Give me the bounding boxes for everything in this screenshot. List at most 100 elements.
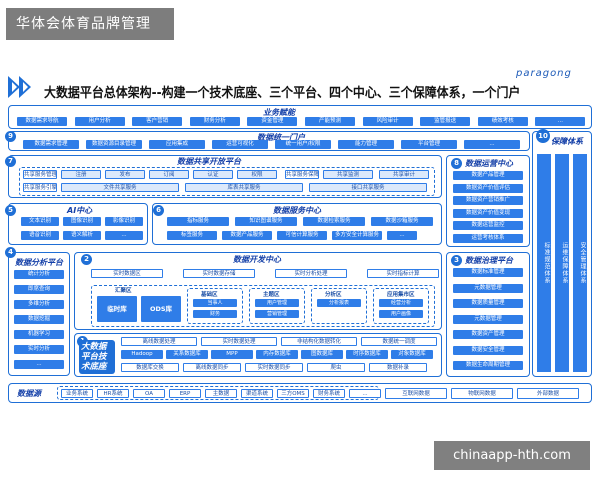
foundation-row1-item-0: 离线数据处理 — [121, 337, 197, 346]
sharing-row1-item-3: 认证 — [193, 170, 233, 179]
business-title: 业务赋能 — [263, 108, 295, 117]
operation-item-3: 数据资产价值变现 — [453, 208, 523, 218]
source-item-8: ... — [349, 389, 381, 398]
dev-zone-2-item-0: 分析报表 — [317, 299, 361, 307]
dev-zone-1-item-0: 用户管理 — [255, 299, 299, 307]
foundation-row3-item-0: 数据库交换 — [121, 363, 179, 372]
service-number: 6 — [153, 205, 164, 216]
business-item-5: 产能预测 — [305, 117, 355, 126]
analysis-title: 数据分析平台 — [15, 258, 63, 267]
analysis-item-4: 机器学习 — [14, 330, 64, 339]
governance-item-1: 元数据管理 — [453, 283, 523, 293]
foundation-row3-item-4: 数据补录 — [369, 363, 427, 372]
sharing-row2-item-2: 接口共享服务 — [309, 183, 427, 192]
dev-zone-title-0: 基础区 — [201, 292, 218, 298]
ai-section: 5 AI中心 文本识别图像识别影像识别语音识别语义解析... — [5, 203, 148, 245]
sharing-row2-label: 共享服务引擎 — [23, 183, 57, 192]
portal-item-5: 能力管理 — [338, 140, 394, 149]
dev-flow-step-2: 实时分析处理 — [275, 269, 347, 278]
governance-number: 3 — [451, 255, 462, 266]
business-item-2: 客户营销 — [132, 117, 183, 126]
watermark-top: 华体会体育品牌管理 — [6, 8, 174, 40]
source-external-item-2: 外部数据 — [517, 388, 579, 399]
dev-section: 2 数据开发中心 实时数据区实时数据存储实时分析处理实时指标计算 汇聚区 临时库… — [74, 252, 442, 330]
safeguard-standards: 标准规范体系 — [537, 154, 551, 372]
portal-item-1: 数据资源目录管理 — [86, 140, 142, 149]
safeguard-section: 10 保障体系 标准规范体系 运维保障体系 安全管理体系 — [532, 129, 592, 377]
service-section: 6 数据服务中心 指标服务知识图谱服务数据检索服务数据沙箱服务标签服务数据产品服… — [152, 203, 442, 245]
governance-item-0: 数据标准管理 — [453, 268, 523, 277]
source-item-1: HR系统 — [97, 389, 129, 398]
operation-item-4: 数据运营监控 — [453, 221, 523, 230]
dev-zone-0 — [187, 288, 243, 324]
dev-zone-title-3: 应用集市区 — [387, 292, 415, 298]
dev-zone-2 — [311, 288, 367, 324]
ai-item-2: 影像识别 — [105, 217, 143, 226]
service-title: 数据服务中心 — [273, 206, 321, 215]
governance-title: 数据治理平台 — [465, 256, 513, 265]
sharing-dashed-frame — [19, 167, 435, 196]
dev-flow-step-0: 实时数据区 — [91, 269, 163, 278]
sharing-row1b-label: 共享服务保障 — [285, 170, 319, 179]
analysis-item-1: 即席查询 — [14, 285, 64, 294]
foundation-row3-item-1: 离线数据同步 — [183, 363, 241, 372]
foundation-row3-item-2: 实时数据同步 — [245, 363, 303, 372]
governance-item-5: 数据安全管理 — [453, 345, 523, 355]
sharing-row1-item-4: 权限 — [237, 170, 277, 179]
analysis-number: 4 — [5, 247, 16, 258]
portal-number: 9 — [5, 131, 16, 142]
source-item-2: OA — [133, 389, 165, 398]
foundation-row2-item-3: 内存数据库 — [256, 350, 298, 359]
dev-temp-db: 临时库 — [97, 296, 137, 322]
foundation-row1-item-3: 数据统一调度 — [361, 337, 437, 346]
sharing-row1b-item-0: 共享监测 — [323, 170, 373, 179]
business-section: 业务赋能 数据需求导航用户分析客户营销财务分析资金管理产能预测风险审计监管报送绩… — [8, 105, 592, 129]
governance-item-4: 数据资产管理 — [453, 330, 523, 339]
service-item-2: 数据检索服务 — [303, 217, 365, 226]
portal-item-7: ... — [464, 140, 520, 149]
dev-zone-title-2: 分析区 — [325, 292, 342, 298]
safeguard-security: 安全管理体系 — [573, 154, 587, 372]
play-arrows-logo-icon — [8, 76, 31, 98]
foundation-row2-item-5: 时序数据库 — [346, 350, 388, 359]
portal-item-2: 应用集成 — [149, 140, 205, 149]
operation-item-5: 运营考核体系 — [453, 233, 523, 243]
dev-zone-3 — [373, 288, 429, 324]
sharing-row1-item-1: 发布 — [105, 170, 145, 179]
source-external-item-0: 互联网数据 — [385, 388, 447, 399]
dev-hub-label: 汇聚区 — [115, 288, 132, 294]
sharing-row2-item-0: 文件共享服务 — [61, 183, 179, 192]
dev-zone-0-item-1: 财务 — [193, 310, 237, 318]
business-item-0: 数据需求导航 — [17, 117, 67, 126]
dev-title: 数据开发中心 — [233, 255, 281, 264]
sharing-row1b-item-1: 共享审计 — [379, 170, 429, 179]
source-item-3: ERP — [169, 389, 201, 398]
source-external-item-1: 物联网数据 — [451, 388, 513, 399]
safeguard-number: 10 — [536, 129, 550, 143]
analysis-section: 4 数据分析平台 统计分析即席查询多维分析数据挖掘机器学习实时分析... — [5, 247, 70, 376]
dev-zone-3-item-0: 经营分析 — [379, 299, 423, 307]
portal-item-0: 数据需求管理 — [23, 140, 79, 149]
sharing-row1-label: 共享服务管理 — [23, 170, 57, 179]
foundation-row2-item-2: MPP — [211, 350, 253, 359]
business-item-8: 绩效考核 — [477, 117, 528, 126]
ai-number: 5 — [5, 205, 16, 216]
source-item-4: 主数据 — [205, 389, 237, 398]
source-item-5: 渠道系统 — [241, 389, 273, 398]
safeguard-title: 保障体系 — [551, 137, 583, 146]
portal-item-4: 统一用户/权限 — [275, 140, 331, 149]
dev-zone-1-item-1: 营销管理 — [255, 310, 299, 318]
analysis-item-5: 实时分析 — [14, 345, 64, 354]
portal-item-6: 平台管理 — [401, 140, 457, 149]
analysis-item-6: ... — [14, 360, 64, 369]
dev-flow-step-1: 实时数据存储 — [183, 269, 255, 278]
portal-section: 9 数据统一门户 数据需求管理数据资源目录管理应用集成运营可视化统一用户/权限能… — [5, 131, 530, 151]
ai-item-1: 图像识别 — [63, 217, 101, 226]
sharing-number: 7 — [5, 156, 16, 167]
sharing-row1-item-0: 注册 — [61, 170, 101, 179]
business-item-7: 监管报送 — [420, 117, 471, 126]
service-item-4: 标签服务 — [167, 231, 217, 240]
operation-section: 8 数据运营中心 数据产品管理数据资产价值评估数据资产营销推广数据资产价值变现数… — [446, 155, 530, 247]
business-item-4: 资金管理 — [247, 117, 298, 126]
brand-text: paragong — [516, 68, 572, 79]
